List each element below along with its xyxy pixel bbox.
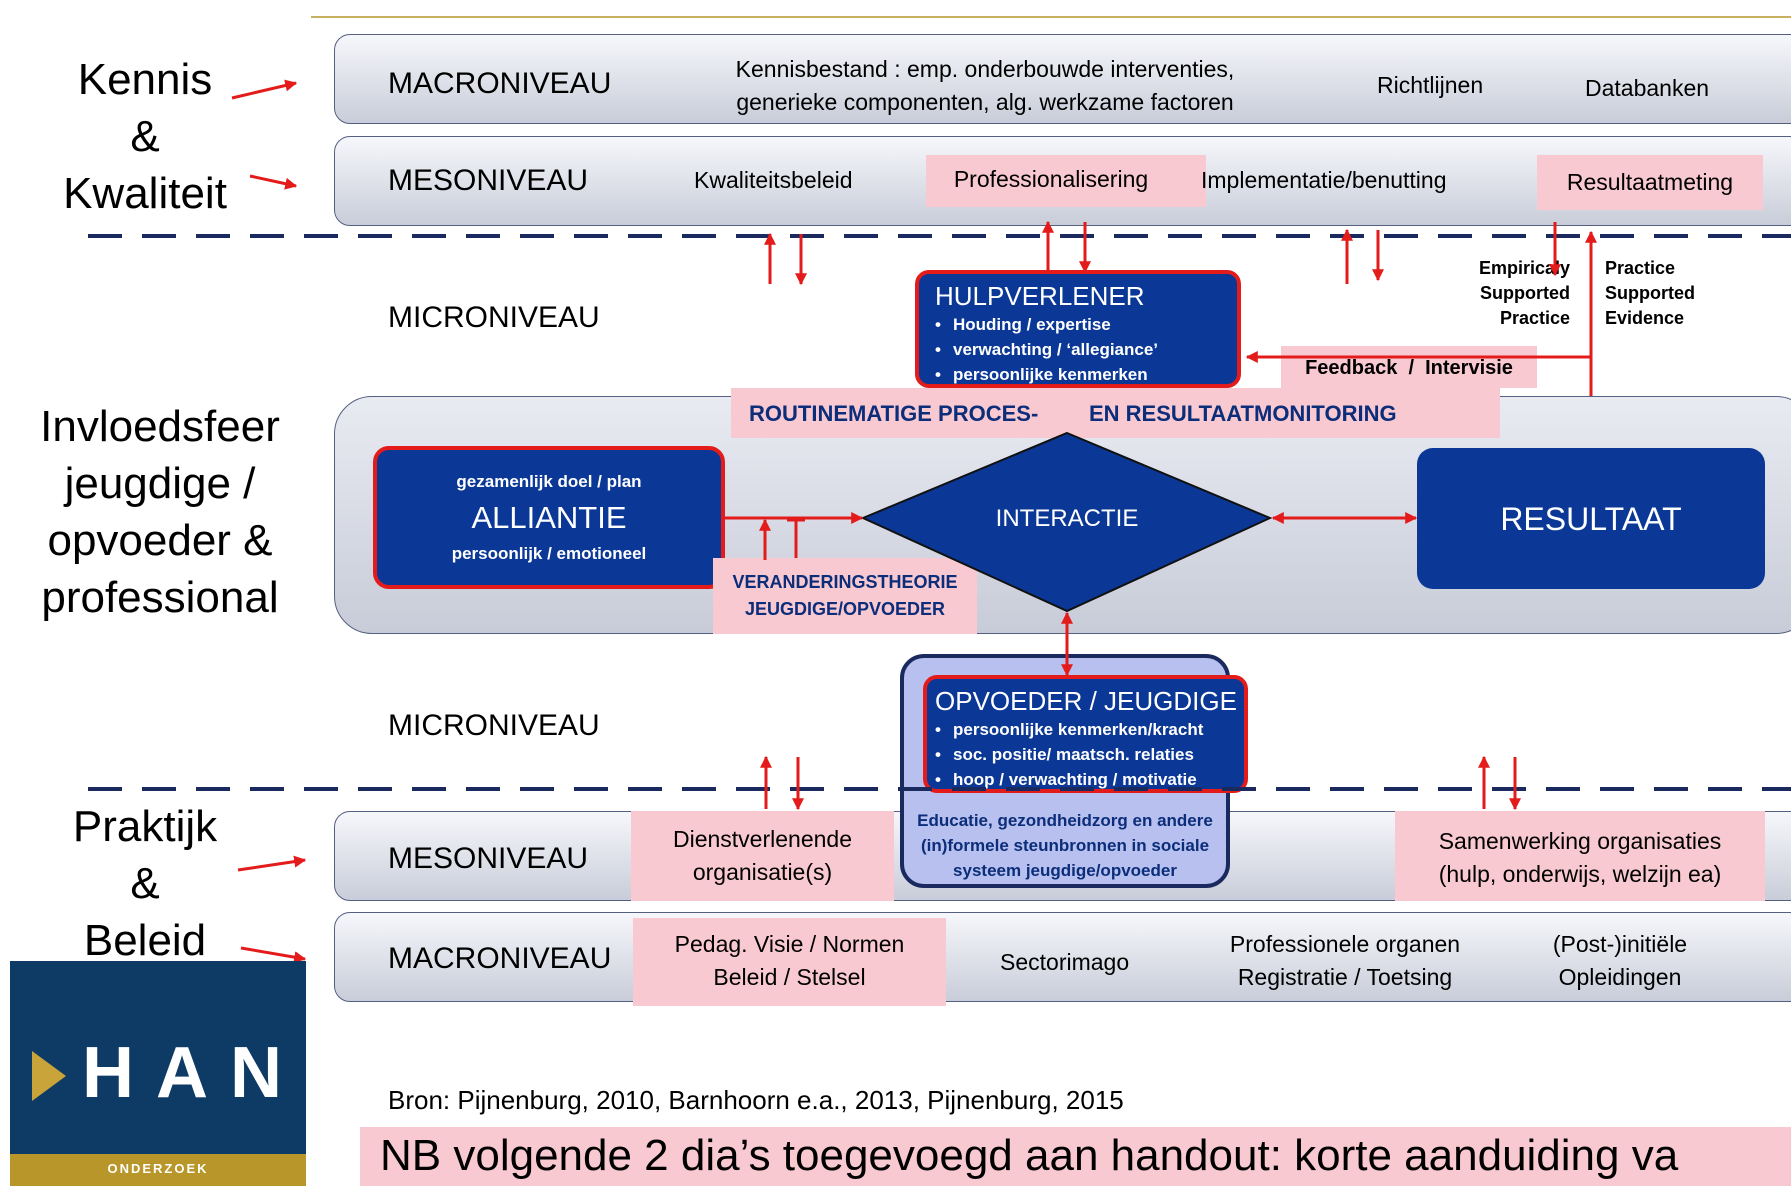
micro-top-label: MICRONIVEAU (388, 301, 600, 334)
monitoring-text-1: ROUTINEMATIGE PROCES- (749, 401, 1039, 426)
macro-top-band (334, 34, 1791, 124)
hulpverlener-item: persoonlijke kenmerken (935, 362, 1237, 384)
samenwerking-text: Samenwerking organisaties (hulp, onderwi… (1438, 828, 1722, 887)
richtlijnen-text: Richtlijnen (1377, 72, 1484, 98)
side-label-amp-top: & (130, 112, 160, 161)
feedback-box (1281, 346, 1537, 388)
hulpverlener-item: Houding / expertise (935, 312, 1237, 337)
veranderingstheorie-text: VERANDERINGSTHEORIE JEUGDIGE/OPVOEDER (732, 572, 958, 619)
han-logo: HAN ONDERZOEK (10, 961, 306, 1186)
side-label-kennis: Kennis (77, 55, 213, 104)
organen-text: Professionele organen Registratie / Toet… (1229, 931, 1461, 990)
macro-bottom-label: MACRONIVEAU (388, 942, 612, 975)
dienstverlenende-text: Dienstverlenende organisatie(s) (672, 826, 852, 885)
meso-bottom-label: MESONIVEAU (388, 842, 589, 875)
macro-top-label: MACRONIVEAU (388, 67, 612, 100)
han-logo-sub: ONDERZOEK (107, 1161, 209, 1176)
opvoeder-list: persoonlijke kenmerken/kracht soc. posit… (935, 717, 1244, 789)
top-rule (311, 16, 1791, 18)
steunbronnen-text: Educatie, gezondheidzorg en andere (in)f… (917, 811, 1213, 880)
macro-bottom-band (334, 912, 1791, 1002)
alliantie-bottom: persoonlijk / emotioneel (451, 544, 647, 563)
monitoring-box (731, 388, 1500, 438)
practice-supported-evidence: Practice Supported Evidence (1605, 258, 1695, 328)
nb-box: NB volgende 2 dia’s toegevoegd aan hando… (360, 1127, 1791, 1186)
kwaliteitsbeleid-text: Kwaliteitsbeleid (694, 167, 853, 193)
opleidingen-text: (Post-)initiële Opleidingen (1552, 931, 1688, 990)
opvoeder-item: hoop / verwachting / motivatie (935, 767, 1244, 789)
alliantie-box: gezamenlijk doel / plan ALLIANTIE persoo… (373, 446, 725, 589)
nb-text: NB volgende 2 dia’s toegevoegd aan hando… (380, 1131, 1679, 1180)
monitoring-text-2: EN RESULTAATMONITORING (1089, 401, 1397, 426)
professionalisering-text: Professionalisering (953, 166, 1149, 192)
empiricaly-supported-practice: Empiricaly Supported Practice (1478, 258, 1570, 328)
resultaatmeting-box (1537, 155, 1763, 210)
veranderingstheorie-box (713, 558, 977, 634)
han-logo-text: HAN (82, 1033, 304, 1113)
hulpverlener-title: HULPVERLENER (935, 281, 1145, 311)
pedag-box (633, 918, 946, 1006)
opvoeder-item: soc. positie/ maatsch. relaties (935, 742, 1244, 767)
opvoeder-box: OPVOEDER / JEUGDIGE persoonlijke kenmerk… (923, 675, 1248, 793)
side-label-kwaliteit: Kwaliteit (63, 169, 227, 218)
resultaatmeting-text: Resultaatmeting (1566, 169, 1734, 195)
bron-text: Bron: Pijnenburg, 2010, Barnhoorn e.a., … (388, 1085, 1124, 1115)
side-label-beleid: Beleid (83, 916, 207, 965)
interactie-text: INTERACTIE (995, 505, 1139, 532)
hulpverlener-box: HULPVERLENER Houding / expertise verwach… (915, 270, 1241, 388)
side-label-amp-bottom: & (130, 859, 160, 908)
pedag-text: Pedag. Visie / Normen Beleid / Stelsel (674, 931, 905, 990)
opvoeder-item: persoonlijke kenmerken/kracht (935, 717, 1244, 742)
interactie-diamond (860, 431, 1273, 613)
resultaat-box (1417, 448, 1765, 589)
alliantie-top: gezamenlijk doel / plan (456, 472, 642, 491)
hulpverlener-list: Houding / expertise verwachting / ‘alleg… (935, 312, 1237, 384)
kennisbestand-text: Kennisbestand : emp. onderbouwde interve… (735, 56, 1235, 115)
sectorimago-text: Sectorimago (1000, 949, 1130, 975)
dienstverlenende-box (631, 811, 894, 901)
resultaat-text: RESULTAAT (1500, 501, 1682, 537)
implementatie-text: Implementatie/benutting (1201, 167, 1447, 193)
alliantie-title: ALLIANTIE (471, 500, 627, 535)
databanken-text: Databanken (1585, 75, 1710, 101)
han-logo-arrow-icon (32, 1051, 66, 1101)
side-label-invloedsfeer: Invloedsfeer jeugdige / opvoeder & profe… (40, 402, 280, 622)
opvoeder-title: OPVOEDER / JEUGDIGE (935, 686, 1237, 716)
samenwerking-box (1395, 811, 1765, 901)
hulpverlener-item: verwachting / ‘allegiance’ (935, 337, 1237, 362)
feedback-text: Feedback / Intervisie (1305, 357, 1513, 379)
han-logo-footer (10, 1154, 306, 1186)
professionalisering-box (926, 155, 1206, 207)
micro-bottom-label: MICRONIVEAU (388, 709, 600, 742)
meso-top-label: MESONIVEAU (388, 164, 589, 197)
side-label-praktijk: Praktijk (72, 802, 218, 851)
